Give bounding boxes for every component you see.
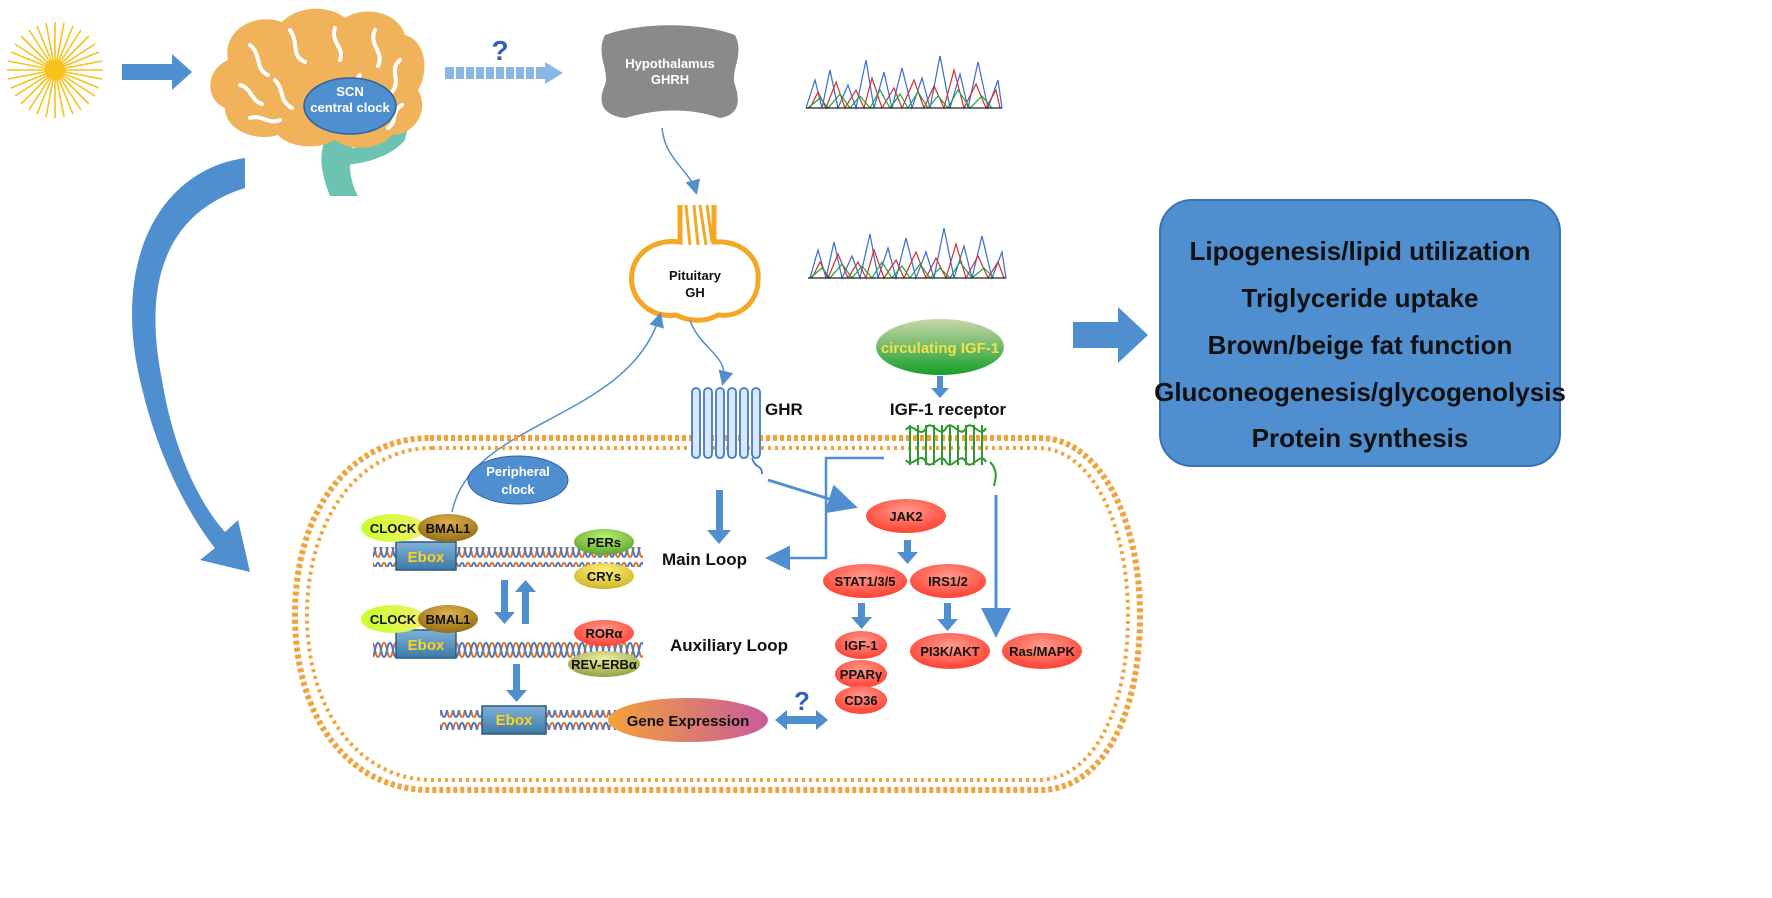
hypothalamus-label: Hypothalamus (625, 56, 715, 71)
cell-to-outcomes-arrow (1073, 307, 1148, 363)
main-loop-label: Main Loop (662, 550, 747, 569)
jak2-label: JAK2 (889, 509, 922, 524)
chromatogram-middle (808, 227, 1007, 281)
ebox-3-box (481, 705, 547, 735)
pituitary-label: Pituitary (669, 268, 722, 283)
ghr-down-arrow (707, 490, 731, 544)
bmal1-2-node (418, 605, 478, 633)
strand2-down-arrow (506, 664, 527, 702)
brain-to-cell-curved-arrow (132, 158, 250, 572)
pers-label: PERs (587, 535, 621, 550)
peripheral-to-pituitary-arrow (451, 312, 664, 513)
chromatogram-top (805, 55, 1003, 111)
irs-down-arrow (937, 603, 958, 631)
pparg-node (835, 660, 887, 688)
ghr-to-jak2-arrow (767, 478, 858, 514)
circulating-igf1-node (876, 319, 1004, 375)
igf1-node (835, 631, 887, 659)
stat-node (823, 564, 907, 598)
question-mark-top: ? (491, 35, 508, 66)
outcome-triglyceride: Triglyceride uptake (1242, 283, 1479, 313)
pi3k-label: PI3K/AKT (920, 644, 979, 659)
peripheral-clock-word: clock (501, 482, 535, 497)
ebox-1-box (395, 541, 457, 571)
central-clock-label: central clock (310, 100, 390, 115)
stat-down-arrow (851, 603, 872, 629)
rora-label: RORα (586, 626, 623, 641)
jak2-node (866, 499, 946, 533)
outcomes-box (1159, 199, 1561, 467)
scn-oval (303, 77, 397, 135)
auxiliary-loop-label: Auxiliary Loop (670, 636, 788, 655)
pparg-label: PPARγ (840, 667, 883, 682)
pituitary-shape (628, 204, 761, 323)
ebox-1-label: Ebox (408, 549, 445, 566)
brain-icon (210, 8, 425, 196)
gene-expression-node (608, 698, 768, 742)
strand-up-arrow (515, 580, 536, 624)
outcome-lipogenesis: Lipogenesis/lipid utilization (1190, 236, 1531, 266)
bmal1-1-label: BMAL1 (426, 521, 471, 536)
ras-label: Ras/MAPK (1009, 644, 1075, 659)
brain-to-hypothalamus-arrow (445, 62, 563, 84)
clock-2-node (361, 605, 425, 633)
question-mark-bottom: ? (794, 686, 810, 716)
cd36-node (835, 686, 887, 714)
peripheral-clock-node (467, 455, 569, 505)
ebox-2-box (395, 629, 457, 659)
pi3k-node (910, 633, 990, 669)
igf1-down-arrow (931, 376, 949, 398)
gene-to-pathway-double-arrow (775, 710, 828, 730)
crys-label: CRYs (587, 569, 621, 584)
ebox-2-label: Ebox (408, 637, 445, 654)
pers-node (574, 529, 634, 555)
gene-expression-label: Gene Expression (627, 713, 750, 730)
jak2-down-arrow (897, 540, 918, 564)
clock-2-label: CLOCK (370, 612, 417, 627)
igf1r-to-main-loop-arrow (765, 456, 884, 571)
irs-node (910, 564, 986, 598)
pituitary-to-ghr-arrow (689, 319, 734, 386)
sun-to-brain-arrow (122, 54, 192, 90)
ghr-label: GHR (765, 400, 803, 419)
sun-icon (7, 22, 103, 118)
ras-node (1002, 633, 1082, 669)
scn-label: SCN (336, 84, 363, 99)
ghrh-label: GHRH (651, 72, 689, 87)
cd36-label: CD36 (844, 693, 877, 708)
ebox-3-label: Ebox (496, 712, 533, 729)
irs-label: IRS1/2 (928, 574, 968, 589)
crys-node (574, 563, 634, 589)
reverba-node (568, 651, 640, 677)
hypothalamus-to-pituitary-arrow (661, 127, 701, 195)
peripheral-label: Peripheral (486, 464, 550, 479)
stat-label: STAT1/3/5 (835, 574, 896, 589)
outcome-brown-fat: Brown/beige fat function (1208, 330, 1513, 360)
outcome-gluconeogenesis: Gluconeogenesis/glycogenolysis (1154, 377, 1566, 407)
igf1-receptor-label: IGF-1 receptor (890, 400, 1007, 419)
clock-1-node (361, 514, 425, 542)
igf1-label: IGF-1 (844, 638, 877, 653)
hypothalamus-shape (601, 25, 739, 118)
igf1-receptor-icon (905, 424, 997, 487)
strand-down-arrow (494, 580, 515, 624)
cell-membrane (291, 435, 1144, 793)
gh-label: GH (685, 285, 705, 300)
reverba-label: REV-ERBα (571, 657, 637, 672)
ghr-icon (691, 387, 763, 475)
clock-1-label: CLOCK (370, 521, 417, 536)
bmal1-1-node (418, 514, 478, 542)
rora-node (574, 620, 634, 646)
circulating-igf1-label: circulating IGF-1 (881, 340, 999, 357)
outcome-protein-synthesis: Protein synthesis (1252, 423, 1469, 453)
bmal1-2-label: BMAL1 (426, 612, 471, 627)
